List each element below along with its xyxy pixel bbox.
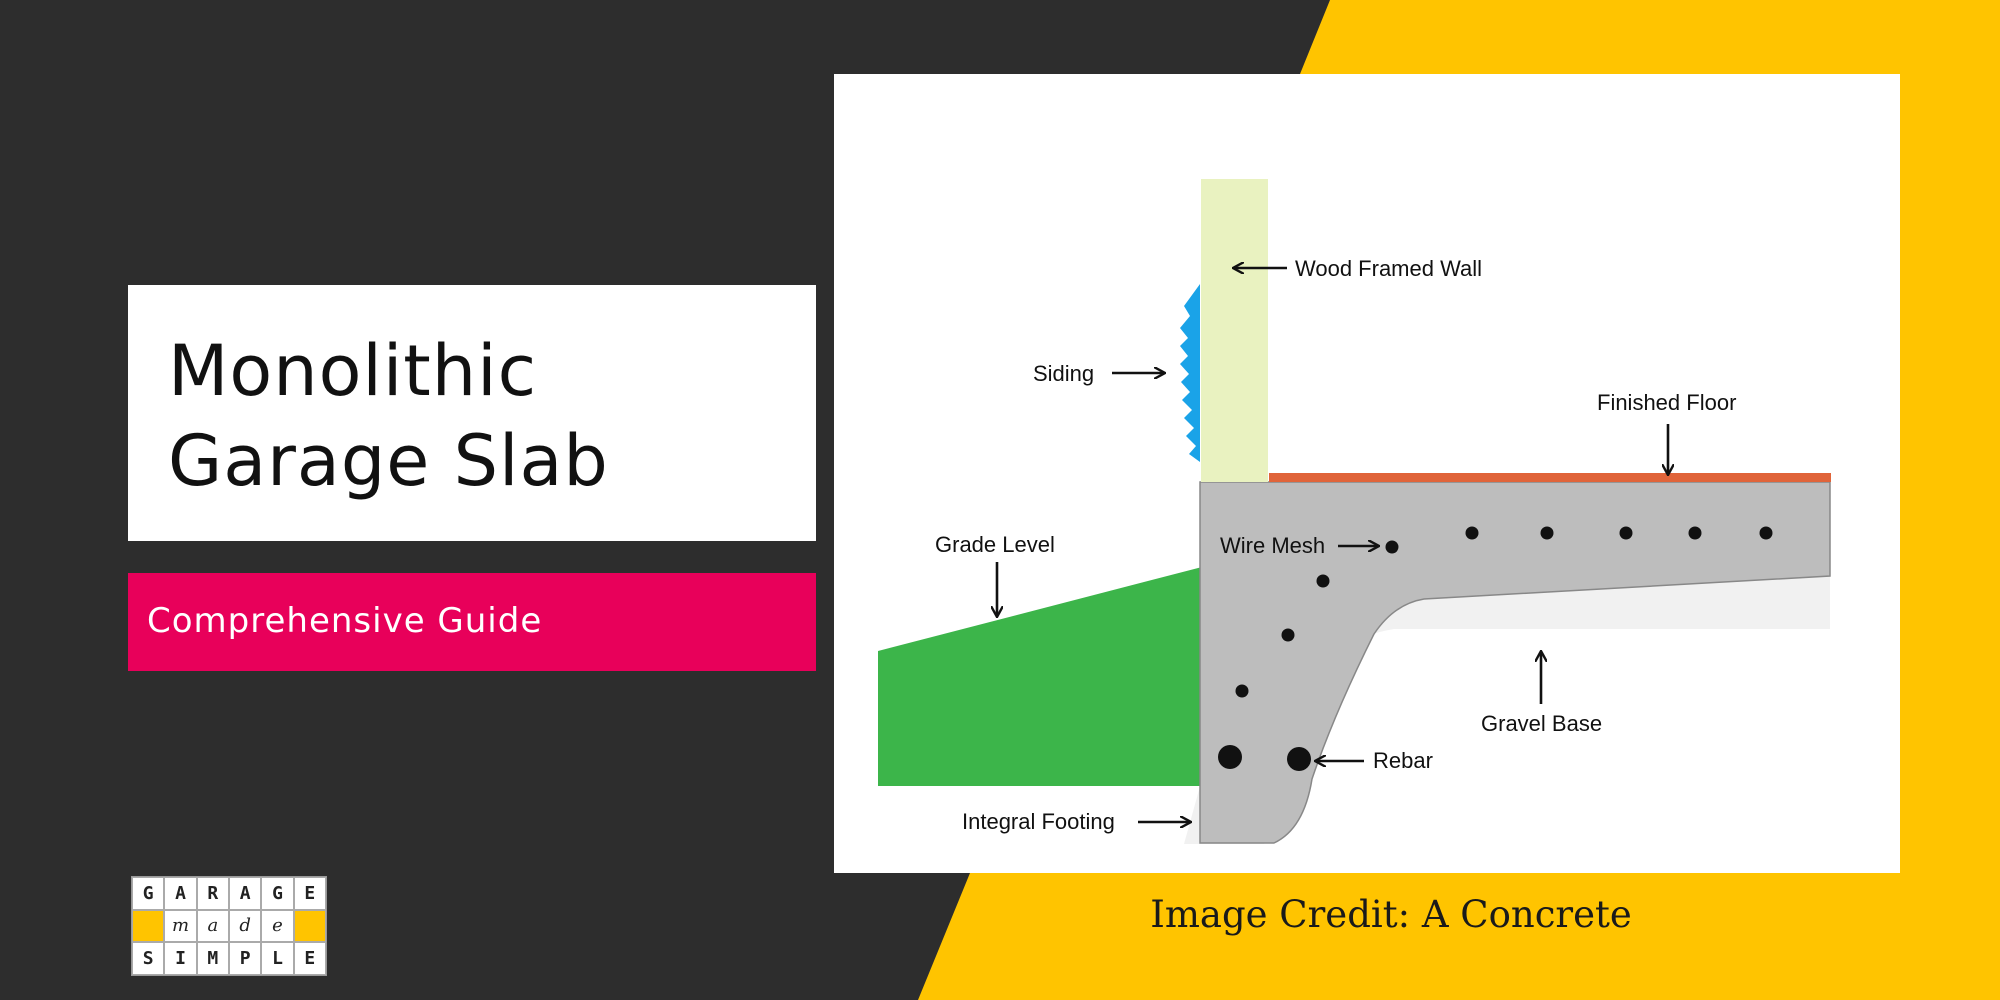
- logo-letter: G: [132, 877, 165, 910]
- logo-letter: P: [228, 942, 262, 975]
- title-line-1: Monolithic: [168, 330, 538, 412]
- logo-cell: [132, 909, 165, 943]
- logo-letter: M: [196, 942, 229, 975]
- grade-soil-shape: [878, 567, 1202, 786]
- logo-letter: e: [261, 909, 294, 943]
- logo-letter: E: [293, 942, 326, 975]
- rebar-label: Rebar: [1373, 748, 1433, 773]
- logo-letter: A: [228, 877, 262, 910]
- logo-cell: [293, 909, 326, 943]
- wood-framed-wall-label: Wood Framed Wall: [1295, 256, 1482, 281]
- rebar-dots: [1218, 745, 1311, 771]
- logo-letter: d: [228, 909, 262, 943]
- concrete-slab-shape: [1199, 481, 1831, 844]
- logo-letter: G: [261, 877, 294, 910]
- title-line-2: Garage Slab: [168, 420, 609, 502]
- logo-letter: S: [132, 942, 165, 975]
- logo-letter: A: [164, 877, 197, 910]
- slab-diagram: Wood Framed Wall Siding Finished Floor G…: [834, 74, 1900, 873]
- image-credit: Image Credit: A Concrete: [1150, 893, 1632, 936]
- finished-floor-strip: [1269, 473, 1831, 482]
- wood-framed-wall-shape: [1201, 179, 1268, 482]
- gravel-base-label: Gravel Base: [1481, 711, 1602, 736]
- siding-shape: [1180, 284, 1200, 462]
- logo-letter: E: [293, 877, 326, 910]
- logo-letter: m: [164, 909, 197, 943]
- siding-label: Siding: [1033, 361, 1094, 386]
- logo-letter: R: [196, 877, 229, 910]
- logo-letter: I: [164, 942, 197, 975]
- subtitle-text: Comprehensive Guide: [147, 601, 543, 641]
- integral-footing-label: Integral Footing: [962, 809, 1115, 834]
- finished-floor-label: Finished Floor: [1597, 390, 1736, 415]
- wire-mesh-label: Wire Mesh: [1220, 533, 1325, 558]
- grade-level-label: Grade Level: [935, 532, 1055, 557]
- subtitle-banner: Comprehensive Guide: [128, 573, 816, 671]
- slab-diagram-svg: Wood Framed Wall Siding Finished Floor G…: [878, 179, 1831, 844]
- logo-letter: L: [261, 942, 294, 975]
- logo-letter: a: [196, 909, 229, 943]
- wire-mesh-dots: [1235, 526, 1773, 698]
- title-card: Monolithic Garage Slab: [128, 285, 816, 541]
- garage-made-simple-logo: G A R A G E m a d e S I M P L E: [131, 876, 327, 976]
